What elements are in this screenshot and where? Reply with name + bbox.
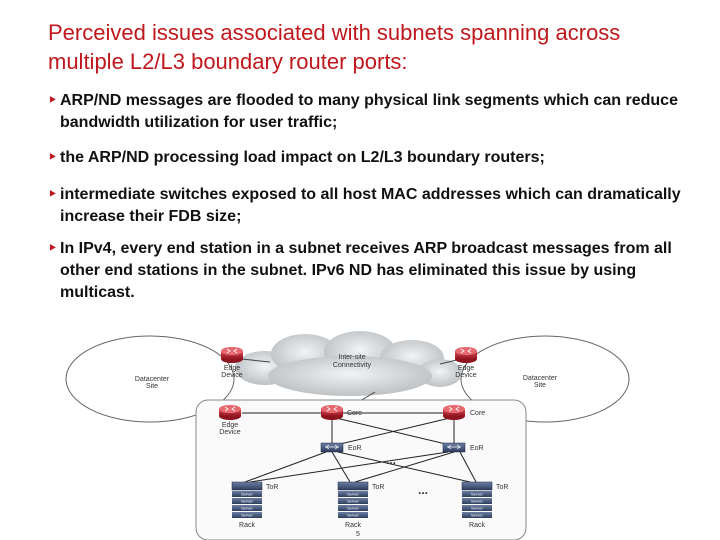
core-router-left-icon [321, 405, 343, 420]
server-rack-1-icon [232, 491, 262, 518]
bullet-item: ‣intermediate switches exposed to all ho… [48, 184, 688, 228]
edge-device-left-line1: Edge [224, 365, 240, 372]
ellipsis-2: ... [418, 483, 428, 497]
tor-switch-3-icon [461, 481, 493, 491]
cloud-label-line2: Connectivity [333, 362, 372, 369]
server-label: Server [241, 492, 253, 497]
datacenter-site-left [65, 335, 235, 423]
eor-right-label: EoR [470, 445, 484, 452]
server-label: Server [347, 499, 359, 504]
server-label: Server [241, 499, 253, 504]
server-label: Server [471, 499, 483, 504]
inner-edge-router-icon [219, 405, 241, 420]
bullet-text: In IPv4, every end station in a subnet r… [60, 240, 672, 301]
eor-switch-right-icon [442, 442, 466, 453]
server-rack-3-icon [462, 491, 492, 518]
datacenter-right-line2: Site [534, 382, 546, 389]
server-label: Server [347, 513, 359, 518]
tor-1-label: ToR [266, 484, 278, 491]
tor-2-label: ToR [372, 484, 384, 491]
eor-left-label: EoR [348, 445, 362, 452]
bullet-marker-icon: ‣ [48, 240, 57, 257]
rack-3-label: Rack [469, 522, 485, 529]
tor-switch-2-icon [337, 481, 369, 491]
server-label: Server [471, 492, 483, 497]
inner-edge-line2: Device [219, 429, 241, 436]
core-right-label: Core [470, 410, 485, 417]
bullet-item: ‣In IPv4, every end station in a subnet … [48, 238, 688, 304]
tor-switch-1-icon [231, 481, 263, 491]
server-label: Server [471, 506, 483, 511]
server-label: Server [347, 492, 359, 497]
ellipsis-1: ... [386, 453, 396, 467]
edge-router-right-icon [455, 347, 477, 363]
eor-switch-left-icon [320, 442, 344, 453]
bullet-marker-icon: ‣ [48, 186, 57, 203]
tor-3-label: ToR [496, 484, 508, 491]
bullet-item: ‣the ARP/ND processing load impact on L2… [48, 147, 688, 169]
cloud-icon [235, 331, 462, 396]
server-label: Server [241, 513, 253, 518]
bullet-item: ‣ARP/ND messages are flooded to many phy… [48, 90, 688, 134]
server-label: Server [347, 506, 359, 511]
cloud-label-line1: Inter-site [338, 354, 365, 361]
edge-device-right-line1: Edge [458, 365, 474, 372]
bullet-marker-icon: ‣ [48, 149, 57, 166]
server-label: Server [241, 506, 253, 511]
network-diagram: Inter-site Connectivity Edge Device Edge… [65, 331, 630, 540]
inner-edge-line1: Edge [222, 422, 238, 429]
rack-1-label: Rack [239, 522, 255, 529]
page-number: 5 [356, 531, 360, 538]
bullet-text: intermediate switches exposed to all hos… [60, 186, 681, 225]
edge-device-right-line2: Device [455, 372, 477, 379]
server-label: Server [471, 513, 483, 518]
slide-title: Perceived issues associated with subnets… [48, 20, 621, 74]
bullet-marker-icon: ‣ [48, 92, 57, 109]
edge-device-left-line2: Device [221, 372, 243, 379]
datacenter-left-line2: Site [146, 383, 158, 390]
bullet-list: ‣ARP/ND messages are flooded to many phy… [48, 90, 688, 304]
bullet-text: ARP/ND messages are flooded to many phys… [60, 92, 678, 131]
bullet-text: the ARP/ND processing load impact on L2/… [60, 149, 545, 166]
datacenter-site-right [460, 335, 630, 423]
edge-router-left-icon [221, 347, 243, 363]
datacenter-left-line1: Datacenter [135, 376, 170, 383]
core-router-right-icon [443, 405, 465, 420]
server-rack-2-icon [338, 491, 368, 518]
rack-2-label: Rack [345, 522, 361, 529]
datacenter-detail-panel [195, 399, 527, 540]
core-left-label: Core [347, 410, 362, 417]
datacenter-right-line1: Datacenter [523, 375, 558, 382]
